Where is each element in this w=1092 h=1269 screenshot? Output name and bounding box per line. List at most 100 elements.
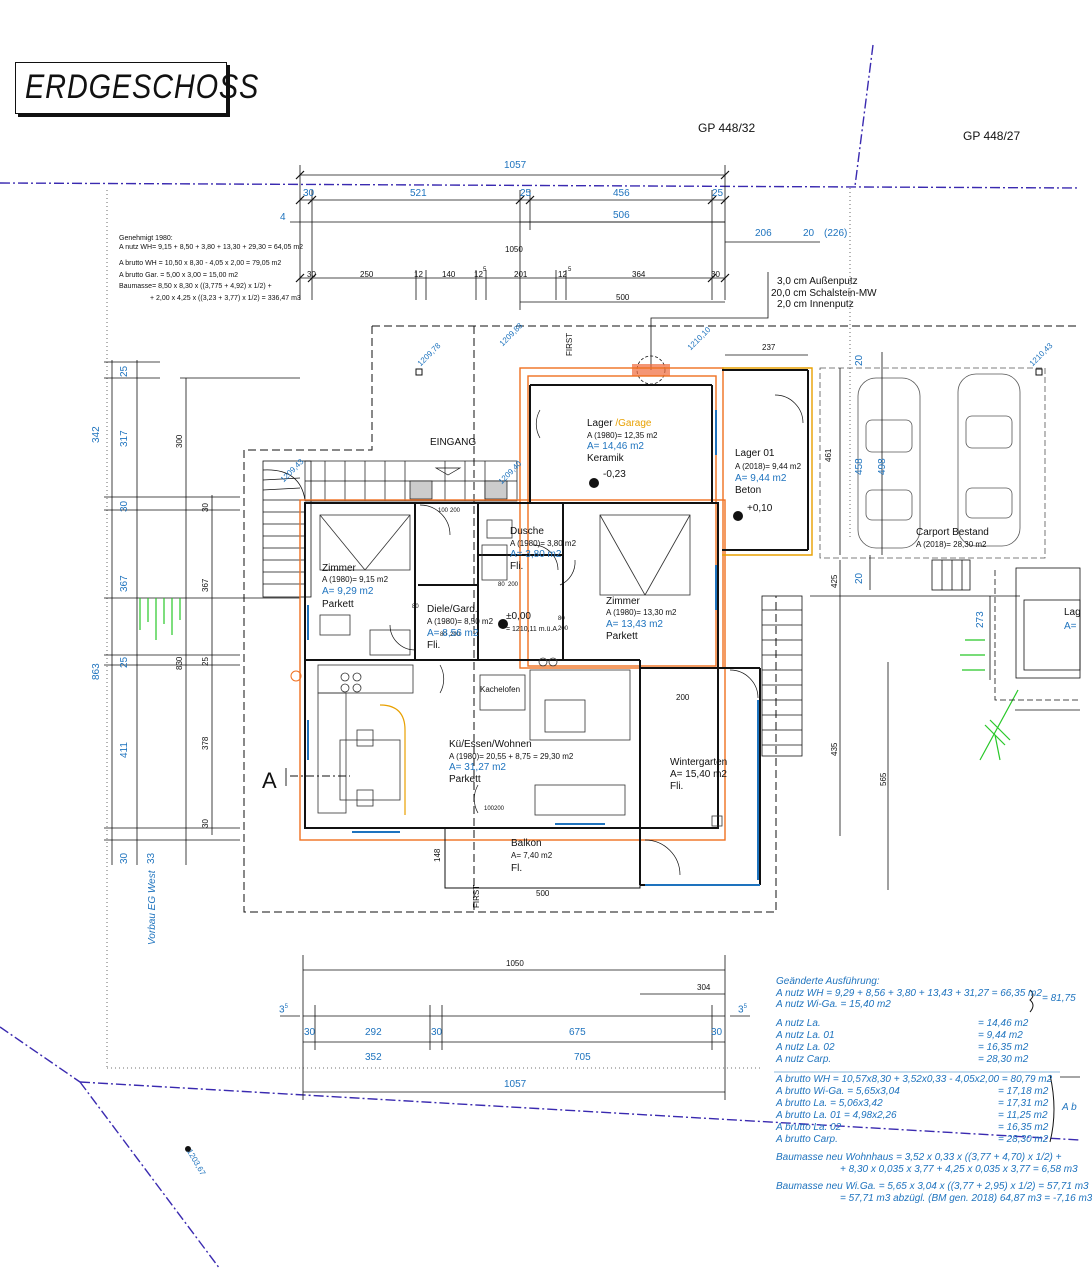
stair-left — [262, 460, 312, 598]
room-name: Diele/Gard. — [427, 604, 478, 615]
approval-line: A brutto WH = 10,50 x 8,30 - 4,05 x 2,00… — [119, 260, 282, 267]
dim-label: 273 — [975, 611, 986, 628]
calc-line: A brutto La. = 5,06x3,42 — [776, 1098, 883, 1109]
dim-label: 317 — [119, 430, 130, 447]
calc-line: = 57,71 m3 abzügl. (BM gen. 2018) 64,87 … — [840, 1193, 1092, 1204]
title-frame — [15, 62, 227, 114]
dim-label: 367 — [119, 575, 130, 592]
door-swings — [389, 394, 804, 876]
door-size: 80 — [498, 582, 505, 588]
calc-value: = 28,30 m2 — [998, 1134, 1049, 1145]
calc-value: = 16,35 m2 — [998, 1122, 1049, 1133]
windows — [307, 410, 760, 886]
dim-label: 1050 — [505, 245, 523, 254]
dim-label: 201 — [514, 270, 528, 279]
room-area-new: A= 3,80 m2 — [510, 549, 562, 560]
door-size: 200 — [558, 626, 569, 632]
dim-label: 292 — [365, 1027, 382, 1038]
calc-line: A brutto WH = 10,57x8,30 + 3,52x0,33 - 4… — [776, 1074, 1053, 1085]
dim-label: 411 — [119, 742, 130, 758]
room-area-new: A= 15,40 m2 — [670, 769, 727, 780]
room-floor: Keramik — [587, 453, 624, 464]
dim-label: 1057 — [504, 160, 527, 171]
section-label: A — [262, 768, 277, 793]
room-floor: Parkett — [322, 599, 354, 610]
dim-label: 20 — [854, 572, 865, 584]
dim-label: 200 — [676, 693, 690, 702]
dim-label: 367 — [201, 578, 210, 592]
calc-value: = 11,25 m2 — [998, 1110, 1048, 1121]
calc-value: = 17,31 m2 — [998, 1098, 1049, 1109]
dim-label: 33 — [146, 852, 157, 864]
door-size: 200 — [494, 806, 505, 812]
calc-sum: A b — [1062, 1102, 1077, 1113]
grass-marks — [139, 598, 1019, 761]
dimension-lines-bottom — [280, 955, 1080, 1100]
section-marker — [285, 768, 350, 786]
dim-label: 5 — [483, 267, 487, 273]
room-area-new: A= 7,40 m2 — [511, 851, 553, 860]
dim-label: 521 — [410, 188, 427, 199]
door-size: 80 — [440, 632, 447, 638]
approval-line: A brutto Gar. = 5,00 x 3,00 = 15,00 m2 — [119, 272, 239, 279]
calc-line: Baumasse neu Wi.Ga. = 5,65 x 3,04 x ((3,… — [776, 1181, 1089, 1192]
calc-line: A brutto Wi-Ga. = 5,65x3,04 — [776, 1086, 900, 1097]
outer-walls-orange — [299, 367, 813, 841]
room-name: Balkon — [511, 838, 542, 849]
dotted-reference-lines — [106, 188, 851, 1069]
carport — [819, 367, 1046, 559]
property-boundary-lines — [0, 44, 1081, 1269]
calc-sum: = 81,75 — [1042, 993, 1076, 1004]
ridge-label: FIRST — [565, 332, 574, 356]
dimension-lines-right — [839, 352, 1080, 890]
dim-label: 461 — [824, 448, 833, 462]
room-area-new: A= 9,29 m2 — [322, 586, 374, 597]
dim-label: 25 — [119, 365, 130, 377]
calc-value: = 17,18 m2 — [998, 1086, 1049, 1097]
approval-line: Baumasse= 8,50 x 8,30 x ((3,775 + 4,92) … — [119, 283, 272, 290]
dim-label: 500 — [616, 293, 630, 302]
dim-label: 250 — [360, 270, 374, 279]
room-name: Zimmer — [606, 596, 640, 607]
dim-label: 458 — [854, 458, 865, 475]
dim-label: 30 — [119, 500, 130, 512]
dim-label: 830 — [175, 656, 184, 670]
calc-line: + 8,30 x 0,035 x 3,77 + 4,25 x 0,035 x 3… — [840, 1164, 1078, 1175]
door-size: 100 — [438, 508, 449, 514]
dim-label: 206 — [755, 228, 772, 239]
dim-label: 30 — [303, 188, 315, 199]
dim-label: 148 — [433, 848, 442, 862]
approval-line: A nutz WH= 9,15 + 8,50 + 3,80 + 13,30 + … — [119, 244, 304, 251]
dim-label: 705 — [574, 1052, 591, 1063]
dim-label: 364 — [632, 270, 646, 279]
room-area-1980: A (1980)= 8,50 m2 — [427, 617, 494, 626]
dim-label: 30 — [119, 852, 130, 864]
dim-label: 378 — [201, 736, 210, 750]
dim-label: 237 — [762, 343, 776, 352]
room-area-new: A= 31,27 m2 — [449, 762, 506, 773]
brace-brutto — [1049, 1074, 1055, 1143]
room-area-new: A= 13,43 m2 — [606, 619, 663, 630]
room-name: Zimmer — [322, 563, 356, 574]
dim-label: 12 — [414, 270, 423, 279]
dimension-lines-left — [104, 360, 300, 865]
room-floor: Fli. — [510, 561, 524, 572]
calc-line: A nutz Carp. — [776, 1054, 832, 1065]
walls — [304, 369, 809, 886]
dim-label: 25 — [520, 188, 532, 199]
room-name: Lager /Garage — [587, 418, 652, 429]
door-size: 200 — [508, 582, 519, 588]
floor-level: ±0,00 — [506, 611, 531, 622]
wall-layer: 2,0 cm Innenputz — [777, 299, 854, 310]
balcony — [444, 827, 641, 889]
drawing-title: ERDGESCHOSS — [25, 68, 260, 106]
dim-label: 30 — [711, 270, 720, 279]
calc-heading: Geänderte Ausführung: — [776, 976, 880, 987]
floor-level-absolute: = 1210,11 m.ü.A. — [506, 626, 559, 633]
dim-label: 300 — [175, 434, 184, 448]
dim-label: 4 — [280, 212, 286, 223]
door-size: 80 — [412, 604, 419, 610]
dim-label: 1050 — [506, 959, 524, 968]
entrance-steps — [304, 460, 518, 502]
